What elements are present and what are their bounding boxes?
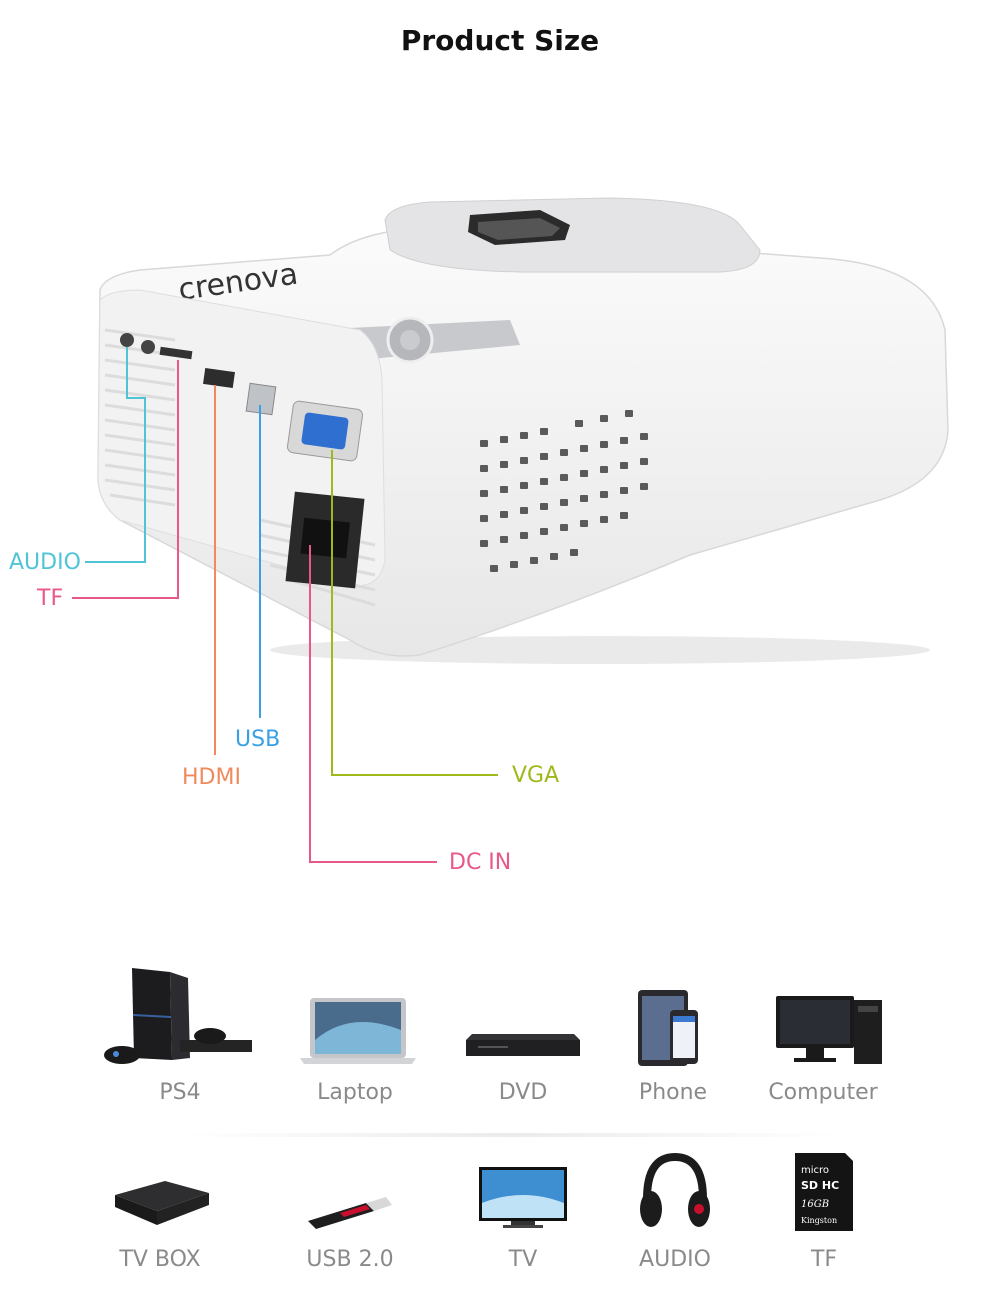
device-tv-box: TV BOX	[80, 1127, 240, 1272]
dvd-player-icon	[466, 1034, 580, 1056]
device-laptop: Laptop	[275, 960, 435, 1105]
dcin-leader-line	[309, 545, 437, 863]
device-label: DVD	[498, 1080, 548, 1105]
audio-leader-line	[85, 347, 146, 563]
svg-text:SD HC: SD HC	[801, 1179, 839, 1192]
hdmi-port-label: HDMI	[182, 765, 241, 790]
headphones-icon	[640, 1152, 710, 1227]
laptop-icon	[300, 998, 416, 1064]
tv-icon	[479, 1167, 567, 1228]
device-label: TV BOX	[119, 1247, 201, 1272]
page-title: Product Size	[400, 24, 600, 57]
vga-port-label: VGA	[512, 763, 560, 788]
tf-leader-line	[72, 360, 179, 599]
desktop-computer-icon	[776, 996, 882, 1064]
sd-card-brand-text: Kingston	[801, 1216, 837, 1225]
device-computer: Computer	[743, 960, 903, 1105]
phone-tablet-icon	[638, 990, 698, 1066]
device-label: TF	[810, 1247, 838, 1272]
device-label: AUDIO	[639, 1247, 711, 1272]
device-audio: AUDIO	[595, 1127, 755, 1272]
svg-text:micro: micro	[801, 1165, 829, 1176]
ps4-console-icon	[104, 968, 252, 1064]
device-ps4: PS4	[100, 960, 260, 1105]
dcin-port-label: DC IN	[449, 850, 512, 875]
sd-card-icon: micro SD HC 16GB Kingston	[795, 1153, 853, 1231]
section-divider	[180, 1133, 840, 1137]
device-label: Computer	[768, 1080, 878, 1105]
vga-leader-line	[331, 450, 498, 776]
device-tv: TV	[443, 1127, 603, 1272]
tf-port-label: TF	[37, 586, 64, 611]
audio-port-label: AUDIO	[9, 550, 81, 575]
tv-box-icon	[115, 1181, 209, 1225]
device-label: Phone	[638, 1080, 708, 1105]
device-usb: USB 2.0	[270, 1127, 430, 1272]
device-label: PS4	[159, 1080, 201, 1105]
sd-card-capacity-text: 16GB	[801, 1199, 829, 1210]
device-label: Laptop	[317, 1080, 393, 1105]
device-label: USB 2.0	[306, 1247, 394, 1272]
device-dvd: DVD	[443, 960, 603, 1105]
device-label: TV	[508, 1247, 538, 1272]
usb-port-label: USB	[235, 727, 281, 752]
port-leader-lines	[72, 347, 498, 863]
device-phone: Phone	[593, 960, 753, 1105]
device-tf: micro SD HC 16GB Kingston TF	[744, 1127, 904, 1272]
usb-drive-icon	[308, 1197, 392, 1229]
